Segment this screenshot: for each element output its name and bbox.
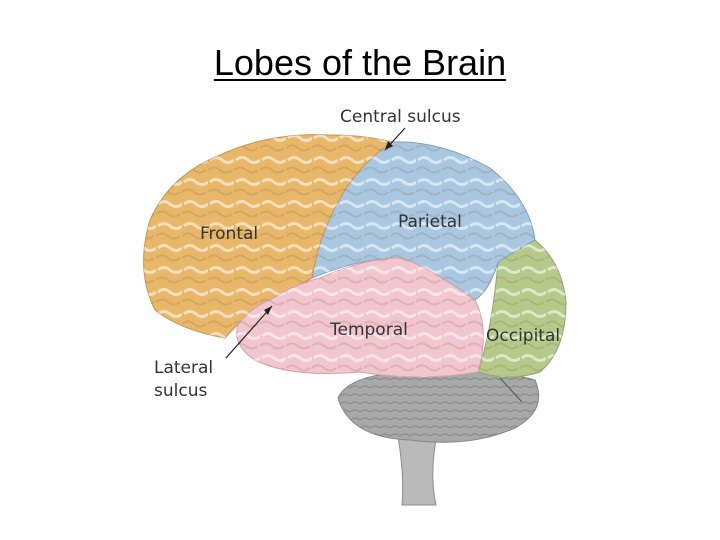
lateral-sulcus-pointer <box>225 305 273 359</box>
label-parietal: Parietal <box>398 212 462 232</box>
label-temporal: Temporal <box>330 320 408 340</box>
slide-title: Lobes of the Brain <box>213 42 507 83</box>
label-frontal: Frontal <box>200 224 259 244</box>
label-central-sulcus: Central sulcus <box>340 107 461 127</box>
occipital-pointer <box>499 377 523 403</box>
label-lateral-sulcus-line2: sulcus <box>154 381 208 401</box>
label-occipital: Occipital <box>486 326 561 346</box>
label-lateral-sulcus-line1: Lateral <box>154 358 214 378</box>
